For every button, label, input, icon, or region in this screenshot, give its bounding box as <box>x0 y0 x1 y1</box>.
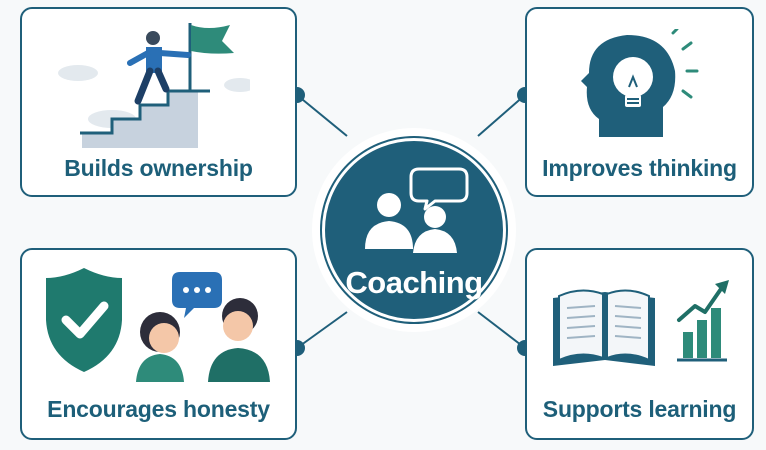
label-supports-learning: Supports learning <box>542 396 737 422</box>
label-encourages-honesty: Encourages honesty <box>47 396 270 422</box>
shield-check-conversation-icon <box>46 268 270 382</box>
coaching-hub: Coaching <box>312 128 516 332</box>
card-supports-learning: Supports learning <box>525 248 754 440</box>
people-conversation-icon <box>365 167 469 253</box>
center-title: Coaching <box>345 265 483 300</box>
connector-honesty <box>296 311 348 349</box>
head-lightbulb-icon <box>581 29 699 137</box>
label-builds-ownership: Builds ownership <box>64 155 253 181</box>
connector-ownership <box>296 94 348 137</box>
person-climbing-stairs-flag-icon <box>58 23 250 148</box>
card-encourages-honesty: Encourages honesty <box>20 248 297 440</box>
open-book-growth-chart-icon <box>553 280 729 366</box>
card-improves-thinking: Improves thinking <box>525 7 754 197</box>
connector-thinking <box>477 94 526 137</box>
label-improves-thinking: Improves thinking <box>542 155 737 181</box>
connector-learning <box>477 311 526 349</box>
coaching-circle: Coaching <box>322 138 506 322</box>
card-builds-ownership: Builds ownership <box>20 7 297 197</box>
